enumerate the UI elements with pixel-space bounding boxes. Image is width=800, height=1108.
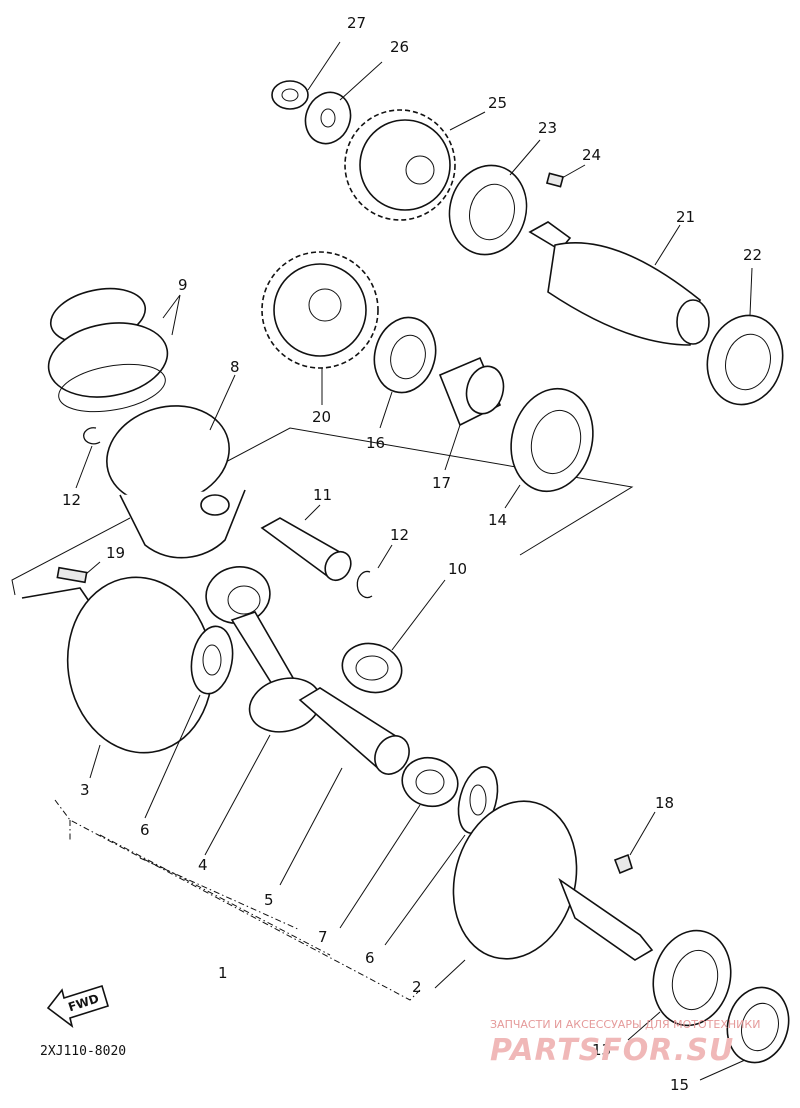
part-7-needle-bearing[interactable] [339, 752, 463, 929]
callout-1: 1 [218, 964, 228, 982]
callout-5: 5 [264, 891, 274, 909]
callout-27: 27 [347, 14, 366, 32]
part-5-crank-pin[interactable] [279, 687, 416, 886]
callout-4: 4 [198, 856, 208, 874]
callout-3: 3 [80, 781, 90, 799]
callout-14: 14 [488, 511, 507, 529]
callout-19: 19 [106, 544, 125, 562]
callout-25: 25 [488, 94, 507, 112]
callout-8: 8 [230, 358, 240, 376]
assembly-brackets [11, 427, 634, 1001]
part-12-circlip-lower[interactable] [356, 544, 393, 599]
part-27-bushing[interactable] [271, 41, 341, 110]
callout-22: 22 [743, 246, 762, 264]
part-24-key[interactable] [545, 164, 586, 188]
part-23-bearing[interactable] [440, 139, 541, 263]
callout-6-right: 6 [365, 949, 375, 967]
callout-12-upper: 12 [62, 491, 81, 509]
part-2-crank-right[interactable] [434, 787, 654, 989]
part-6-washer-left[interactable] [144, 623, 238, 819]
callout-7: 7 [318, 928, 328, 946]
callout-6-left: 6 [140, 821, 150, 839]
callout-24: 24 [582, 146, 601, 164]
watermark: ЗАПЧАСТИ И АКСЕССУАРЫ ДЛЯ МОТОТЕХНИКИ PA… [490, 1018, 760, 1068]
part-14-bearing[interactable] [500, 379, 604, 509]
callout-11: 11 [313, 486, 332, 504]
part-15-oil-seal[interactable] [699, 981, 797, 1081]
callout-16: 16 [366, 434, 385, 452]
part-16-bearing[interactable] [366, 311, 444, 429]
part-12-circlip-upper[interactable] [75, 427, 101, 489]
part-8-piston[interactable] [96, 374, 246, 559]
part-11-piston-pin[interactable] [260, 504, 356, 585]
diagram-code: 2XJ110-8020 [40, 1044, 126, 1059]
part-18-key[interactable] [613, 811, 656, 875]
callout-2: 2 [412, 978, 422, 996]
callout-15: 15 [670, 1076, 689, 1094]
callout-17: 17 [432, 474, 451, 492]
callout-21: 21 [676, 208, 695, 226]
part-19-key[interactable] [56, 561, 101, 584]
callout-20: 20 [312, 408, 331, 426]
callout-9: 9 [178, 276, 188, 294]
part-10-needle-bearing[interactable] [337, 579, 446, 699]
callout-12-lower: 12 [390, 526, 409, 544]
callout-10: 10 [448, 560, 467, 578]
part-13-bearing[interactable] [627, 922, 741, 1041]
callout-23: 23 [538, 119, 557, 137]
part-17-collar[interactable] [438, 356, 509, 471]
part-25-gear[interactable] [344, 109, 486, 221]
part-21-balancer-shaft[interactable] [528, 221, 710, 346]
part-20-gear[interactable] [261, 251, 379, 405]
part-4-connecting-rod[interactable] [202, 562, 327, 856]
part-9-piston-rings[interactable] [43, 281, 181, 419]
callout-labels: 27 26 25 23 24 21 22 9 8 20 16 17 14 12 … [62, 14, 762, 1094]
part-26-washer[interactable] [298, 61, 383, 150]
callout-13: 13 [592, 1041, 611, 1059]
part-22-bearing[interactable] [698, 267, 793, 413]
forward-arrow-icon: FWD [46, 984, 109, 1028]
watermark-brand: PARTSFOR.SU [490, 1033, 734, 1068]
callout-26: 26 [390, 38, 409, 56]
callout-18: 18 [655, 794, 674, 812]
watermark-tagline: ЗАПЧАСТИ И АКСЕССУАРЫ ДЛЯ МОТОТЕХНИКИ [490, 1018, 760, 1031]
part-3-crank-left[interactable] [21, 568, 224, 779]
